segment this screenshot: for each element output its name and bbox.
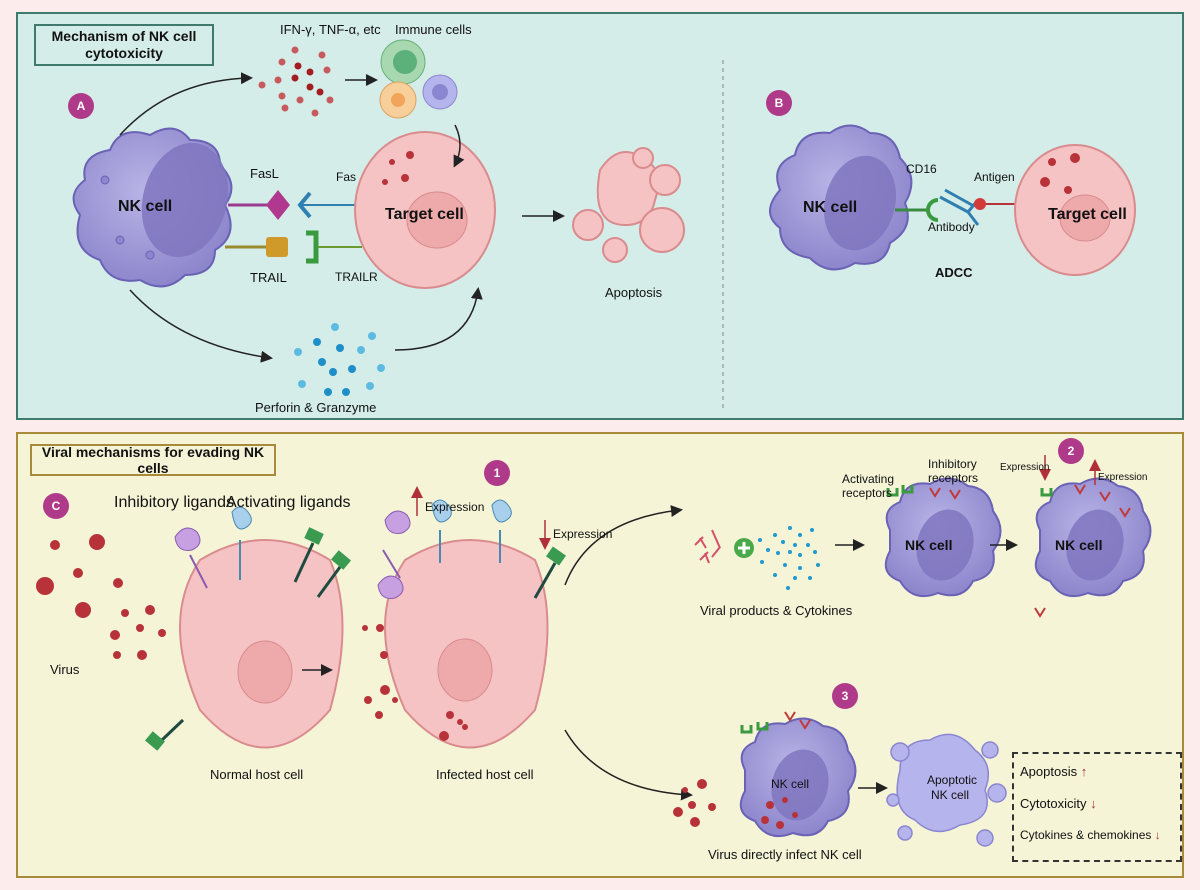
effect-cytokines: Cytokines & chemokines ↓: [1020, 828, 1161, 842]
expression-up-label-2: Expression: [1098, 472, 1148, 483]
activating-ligands-label: Activating ligands: [226, 494, 351, 511]
nk-cytotoxicity-panel: Mechanism of NK cell cytotoxicity: [16, 12, 1184, 420]
infected-host-cell-label: Infected host cell: [436, 767, 534, 782]
section-badge-c: C: [43, 493, 69, 519]
effect-cytotoxicity: Cytotoxicity ↓: [1020, 796, 1097, 811]
perforin-granzyme-label: Perforin & Granzyme: [255, 400, 377, 415]
down-arrow-icon: ↓: [1090, 796, 1097, 811]
apoptotic-nk-label-1: Apoptotic: [927, 773, 978, 787]
inhibitory-receptors-label: Inhibitory receptors: [928, 457, 979, 485]
nk-cell-label-a: NK cell: [118, 198, 173, 215]
target-cell-label-b: Target cell: [1048, 206, 1127, 223]
antibody-label: Antibody: [928, 220, 975, 234]
expression-up-label: Expression: [425, 500, 485, 514]
trailr-label: TRAILR: [335, 270, 378, 284]
nk-cell-label-b: NK cell: [803, 199, 858, 216]
viral-products-label: Viral products & Cytokines: [700, 603, 853, 618]
antigen-label: Antigen: [974, 170, 1015, 184]
target-cell-label-a: Target cell: [385, 206, 464, 223]
normal-host-cell-label: Normal host cell: [210, 767, 304, 782]
panel-title-viral-evasion: Viral mechanisms for evading NK cells: [30, 444, 276, 476]
fasl-label: FasL: [250, 166, 279, 181]
apoptotic-nk-label-2: NK cell: [931, 788, 970, 802]
step-badge-3: 3: [832, 683, 858, 709]
effect-apoptosis: Apoptosis ↑: [1020, 764, 1088, 779]
virus-label: Virus: [50, 662, 80, 677]
section-badge-b: B: [766, 90, 792, 116]
activating-receptors-label: Activating receptors: [842, 472, 895, 500]
immune-cells-label: Immune cells: [395, 22, 472, 37]
adcc-label: ADCC: [935, 265, 973, 280]
nk-cell-label-3: NK cell: [1055, 537, 1103, 553]
panel-title-cytotoxicity: Mechanism of NK cell cytotoxicity: [34, 24, 214, 66]
effects-box: Apoptosis ↑ Cytotoxicity ↓ Cytokines & c…: [1012, 752, 1182, 862]
down-arrow-icon: ↓: [1154, 828, 1161, 842]
inhibitory-ligands-label: Inhibitory ligands: [114, 494, 235, 511]
section-badge-a: A: [68, 93, 94, 119]
apoptosis-label: Apoptosis: [605, 285, 663, 300]
step-badge-1: 1: [484, 460, 510, 486]
step-badge-2: 2: [1058, 438, 1084, 464]
cd16-label: CD16: [906, 162, 937, 176]
up-arrow-icon: ↑: [1080, 764, 1088, 779]
trail-label: TRAIL: [250, 270, 287, 285]
cytokines-label: IFN-γ, TNF-α, etc: [280, 22, 381, 37]
nk-cell-label-2: NK cell: [905, 537, 953, 553]
fas-label: Fas: [336, 170, 357, 184]
nk-cell-label-infected: NK cell: [771, 777, 810, 791]
expression-down-label: Expression: [553, 527, 613, 541]
virus-infect-nk-label: Virus directly infect NK cell: [708, 847, 862, 862]
expression-down-label-2: Expression: [1000, 462, 1050, 473]
